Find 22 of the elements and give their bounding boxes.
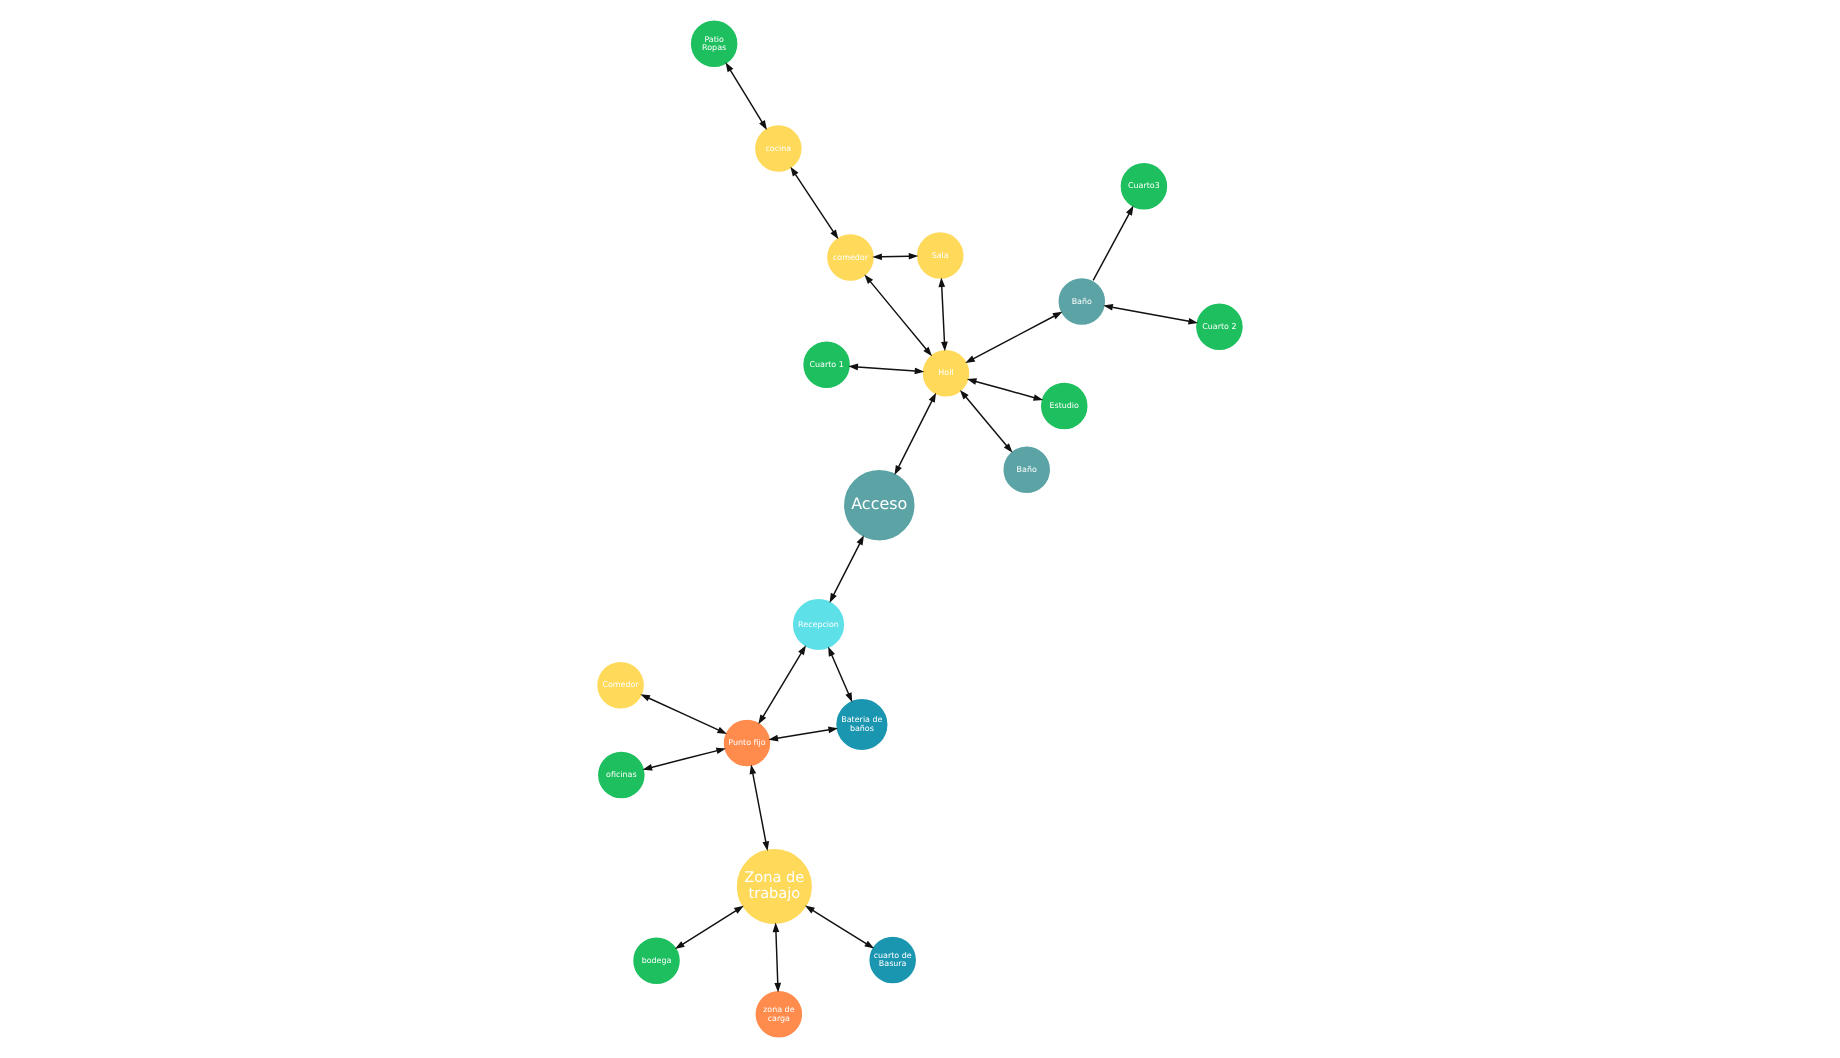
arrow bbox=[768, 726, 838, 742]
arrow bbox=[1092, 205, 1134, 282]
arrow bbox=[1103, 303, 1198, 325]
arrow bbox=[642, 747, 726, 771]
arrow bbox=[959, 389, 1013, 453]
arrow bbox=[938, 277, 948, 352]
arrow bbox=[758, 645, 806, 725]
arrow bbox=[848, 363, 925, 375]
arrow bbox=[772, 922, 782, 993]
arrow bbox=[674, 905, 744, 950]
arrow bbox=[805, 905, 875, 949]
arrow bbox=[790, 166, 839, 240]
arrow bbox=[966, 378, 1044, 401]
arrow bbox=[749, 764, 770, 851]
arrow bbox=[864, 274, 933, 357]
arrow bbox=[965, 311, 1063, 364]
arrow bbox=[872, 252, 919, 261]
arrow bbox=[828, 646, 853, 703]
arrow bbox=[640, 694, 727, 734]
arrow bbox=[829, 535, 864, 603]
arrow bbox=[725, 62, 767, 131]
arrow bbox=[894, 392, 937, 476]
